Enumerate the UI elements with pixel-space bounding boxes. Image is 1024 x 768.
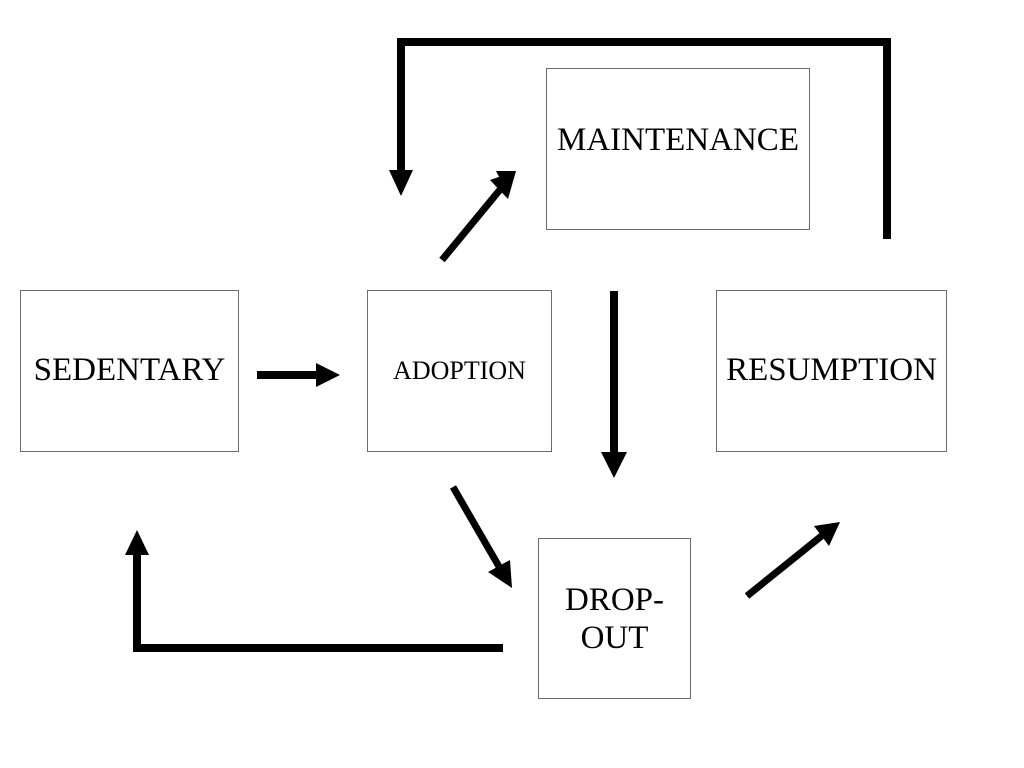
stage-dropout-label-line2: OUT bbox=[580, 619, 649, 656]
arrow-dropout-to-sedentary bbox=[125, 530, 503, 652]
stage-maintenance-label: MAINTENANCE bbox=[557, 122, 799, 159]
stage-dropout-label-line1: DROP- bbox=[564, 581, 665, 618]
stage-sedentary-label: SEDENTARY bbox=[33, 352, 226, 389]
arrow-dropout-to-resumption bbox=[744, 522, 840, 599]
arrow-adoption-to-maintenance bbox=[439, 171, 516, 263]
stage-adoption-box: ADOPTION bbox=[367, 290, 552, 452]
stage-resumption-label: RESUMPTION bbox=[726, 352, 937, 389]
stage-adoption-label: ADOPTION bbox=[393, 356, 526, 386]
stage-dropout-box: DROP- OUT bbox=[538, 538, 691, 699]
stage-dropout-label: DROP- OUT bbox=[565, 581, 664, 657]
arrow-resumption-to-adoption bbox=[389, 38, 891, 239]
arrow-sedentary-to-adoption bbox=[257, 363, 340, 387]
arrow-adoption-to-dropout bbox=[449, 485, 512, 588]
stage-maintenance-box: MAINTENANCE bbox=[546, 68, 810, 230]
arrow-maintenance-to-dropout bbox=[601, 291, 627, 478]
stage-resumption-box: RESUMPTION bbox=[716, 290, 947, 452]
stage-sedentary-box: SEDENTARY bbox=[20, 290, 239, 452]
